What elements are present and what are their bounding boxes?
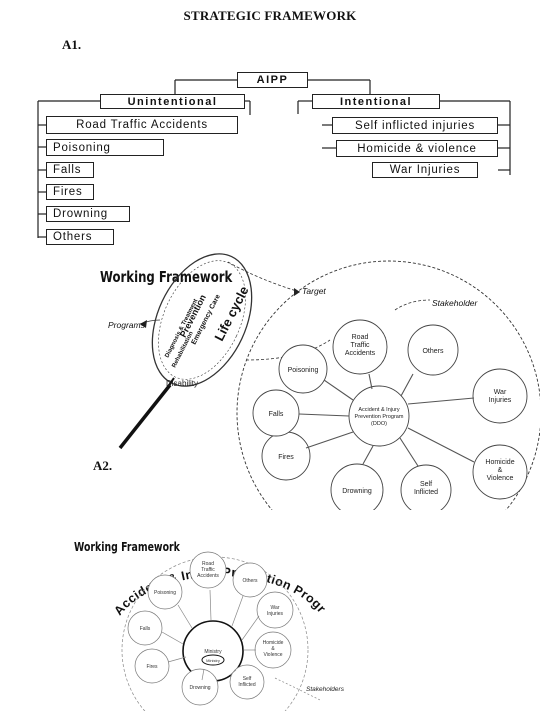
- a3-node-fires: Fires: [146, 664, 158, 670]
- programs-label: Programs: [108, 320, 146, 330]
- a3-node-drowning: Drowning: [189, 685, 210, 691]
- node-war-label: War: [494, 389, 507, 396]
- a3-center-label: Ministry: [204, 649, 222, 655]
- node-others-label: Others: [422, 348, 444, 355]
- a3-center-sub: Ministry: [206, 658, 220, 663]
- node-homicide-label: Homicide: [485, 459, 514, 466]
- node-homicide-label: Violence: [487, 475, 514, 482]
- a3-working-framework-title: Working Framework: [74, 540, 180, 554]
- a3-node-falls: Falls: [140, 626, 151, 632]
- target-label: Target: [302, 286, 326, 296]
- node-war-label: Injuries: [489, 397, 512, 404]
- node-poisoning-label: Poisoning: [288, 367, 319, 374]
- a3-node-others: Others: [242, 578, 258, 584]
- intentional-item: War Injuries: [372, 162, 478, 178]
- a3-node-road: Road: [202, 561, 214, 567]
- node-self-label: Self: [420, 481, 432, 488]
- intentional-item: Self inflicted injuries: [332, 117, 498, 134]
- center-line: Prevention Program: [355, 414, 404, 420]
- a3-node-road: Traffic: [201, 567, 215, 573]
- a3-node-war: Injuries: [267, 611, 284, 617]
- a3-node-poisoning: Poisoning: [154, 590, 176, 596]
- a2-diagram: Prevention Emergency Care Diagnosis & Tr…: [108, 253, 540, 510]
- node-road-label: Road: [352, 334, 369, 341]
- a3-node-homicide: Violence: [263, 652, 282, 658]
- a3-node-homicide: &: [271, 646, 275, 652]
- unintentional-item: Others: [46, 229, 114, 245]
- a3-node-self: Inflicted: [238, 682, 255, 688]
- a3-node-war: War: [271, 605, 280, 611]
- center-line: (DDO): [371, 421, 387, 427]
- a1-connector-lines: [37, 79, 511, 238]
- unintentional-item: Poisoning: [46, 139, 164, 156]
- node-road-label: Accidents: [345, 350, 376, 357]
- node-self-label: Inflicted: [414, 489, 438, 496]
- stakeholder-label: Stakeholder: [432, 298, 479, 308]
- node-fires-label: Fires: [278, 454, 294, 461]
- a2-working-framework-title: Working Framework: [100, 268, 233, 286]
- intentional-item: Homicide & violence: [336, 140, 498, 157]
- a3-diagram: Accident & Injury Prevention Program (DD…: [0, 550, 345, 711]
- a3-node-road: Accidents: [197, 573, 219, 579]
- a3-node-self: Self: [243, 676, 252, 682]
- intentional-box: Intentional: [312, 94, 440, 109]
- section-a2-label: A2.: [93, 458, 113, 473]
- node-road-label: Traffic: [350, 342, 370, 349]
- node-falls-label: Falls: [269, 411, 284, 418]
- lens-disability: Disability: [166, 379, 198, 388]
- aipp-root-box: AIPP: [237, 72, 308, 88]
- page-title: STRATEGIC FRAMEWORK: [183, 8, 357, 23]
- node-drowning-label: Drowning: [342, 488, 372, 495]
- center-line: Accident & Injury: [358, 407, 400, 413]
- a3-stakeholders-label: Stakeholders: [306, 686, 345, 693]
- unintentional-item: Road Traffic Accidents: [46, 116, 238, 134]
- unintentional-item: Falls: [46, 162, 94, 178]
- lens-life-cycle: Life cycle: [211, 284, 251, 344]
- unintentional-item: Drowning: [46, 206, 130, 222]
- unintentional-item: Fires: [46, 184, 94, 200]
- node-homicide-label: &: [498, 467, 503, 474]
- section-a1-label: A1.: [62, 37, 82, 52]
- a3-node-homicide: Homicide: [263, 640, 284, 646]
- unintentional-box: Unintentional: [100, 94, 245, 109]
